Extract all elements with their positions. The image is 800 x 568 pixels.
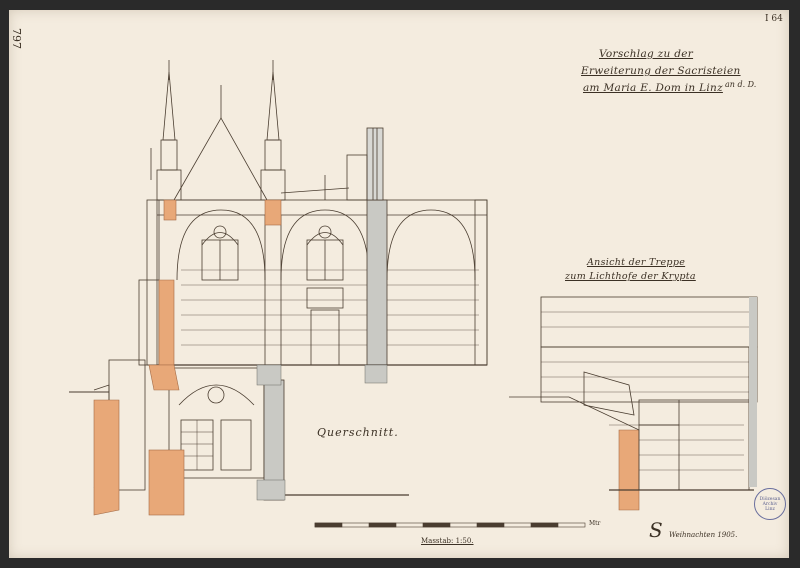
- architectural-drawing: [69, 60, 758, 528]
- archive-stamp: Diözesan Archiv Linz: [754, 488, 786, 520]
- section-label: Querschnitt.: [317, 426, 399, 439]
- left-pinnacle: [150, 60, 182, 201]
- signature-initials: S: [649, 518, 663, 542]
- title-line-3: am Maria E. Dom in Linz: [583, 82, 723, 94]
- stair-caption-line-1: Ansicht der Treppe: [587, 257, 686, 268]
- title-line-2: Erweiterung der Sacristeien: [581, 65, 741, 77]
- stamp-line-2: Archiv: [762, 501, 778, 507]
- upper-window-left: [201, 225, 239, 281]
- scale-bar: [314, 522, 586, 528]
- section-cuts: [93, 199, 640, 516]
- signature-date: Weihnachten 1905.: [669, 531, 738, 539]
- title-line-1: Vorschlag zu der: [599, 48, 694, 60]
- stamp-line-1: Diözesan: [759, 496, 781, 502]
- right-pinnacle: [260, 60, 286, 201]
- stair-caption-line-2: zum Lichthofe der Krypta: [565, 271, 696, 282]
- corner-number-right: I 64: [765, 14, 783, 24]
- corner-number-left: 797: [10, 28, 23, 49]
- title-line-3-suffix: an d. D.: [725, 80, 757, 89]
- scale-label: Masstab: 1:50.: [421, 537, 474, 545]
- stamp-line-3: Linz: [765, 506, 775, 512]
- upper-window-right: [306, 225, 344, 366]
- gable-roof: [173, 85, 268, 201]
- drawing-sheet: 797 I 64 Vorschlag zu der Erweiterung de…: [9, 10, 789, 558]
- scale-unit: Mtr: [589, 520, 601, 527]
